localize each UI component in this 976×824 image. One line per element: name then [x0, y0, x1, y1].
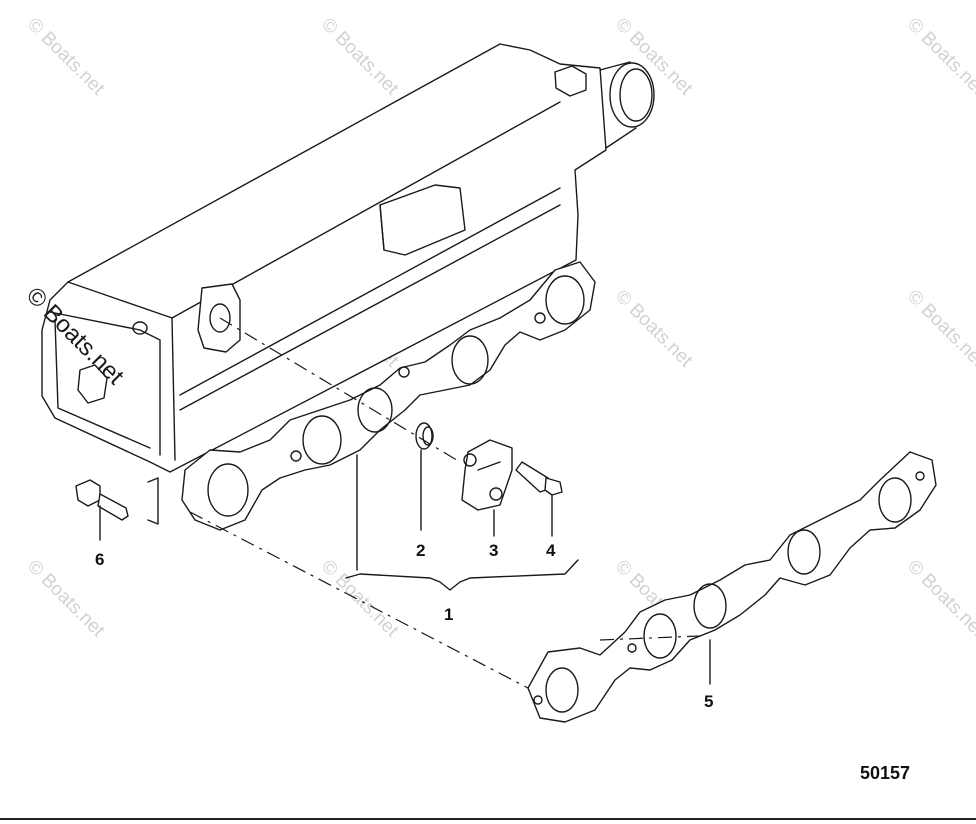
fitting-gasket	[415, 422, 434, 450]
bracket	[147, 477, 159, 525]
bolt	[75, 479, 129, 521]
leader-lines	[99, 317, 711, 689]
callout-3: 3	[489, 541, 499, 560]
callout-6: 6	[95, 550, 105, 569]
callout-4: 4	[546, 541, 556, 560]
callout-5: 5	[704, 692, 714, 711]
exhaust-manifold	[41, 43, 655, 473]
exhaust-manifold-gasket	[527, 451, 937, 723]
figure-number: 50157	[860, 763, 911, 783]
screw	[515, 461, 563, 496]
manifold-port-flange	[181, 261, 596, 531]
bottom-border	[0, 818, 976, 820]
cover-plate	[461, 439, 513, 511]
callout-1: 1	[444, 605, 454, 624]
callout-2: 2	[416, 541, 426, 560]
